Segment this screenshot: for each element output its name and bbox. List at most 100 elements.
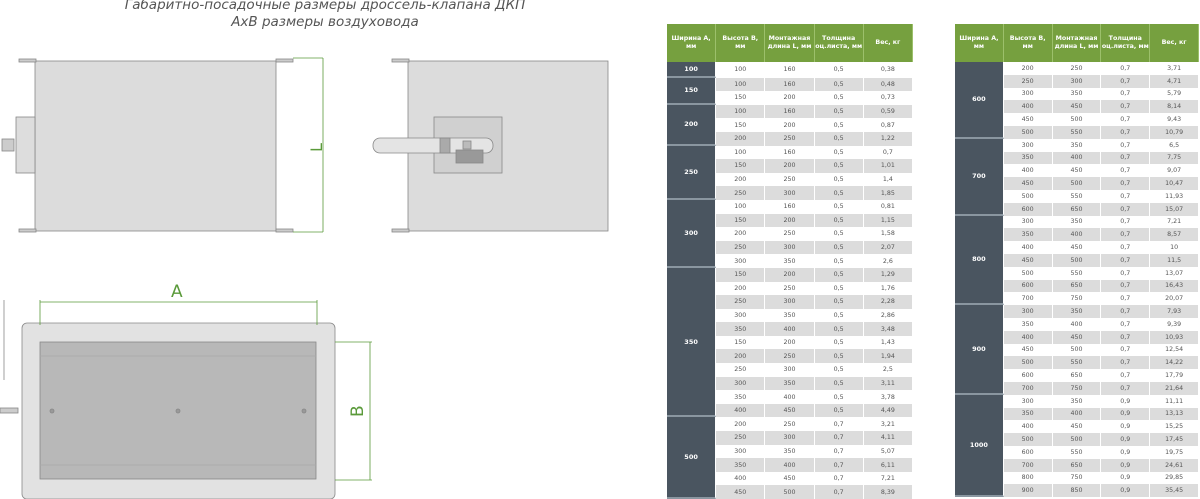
value-cell: 16,43 bbox=[1150, 279, 1199, 293]
value-cell: 14,22 bbox=[1150, 356, 1199, 370]
value-cell: 500 bbox=[1003, 125, 1053, 139]
value-cell: 450 bbox=[765, 403, 815, 418]
value-cell: 400 bbox=[765, 390, 815, 404]
side-view-drawing: L bbox=[1, 57, 326, 233]
value-cell: 11,11 bbox=[1150, 394, 1199, 408]
value-cell: 300 bbox=[765, 186, 815, 200]
value-cell: 450 bbox=[1052, 330, 1102, 344]
value-cell: 160 bbox=[765, 77, 815, 92]
value-cell: 0,9 bbox=[1101, 484, 1151, 498]
value-cell: 6,5 bbox=[1150, 138, 1199, 152]
value-cell: 350 bbox=[1052, 215, 1102, 229]
value-cell: 300 bbox=[765, 240, 815, 255]
value-cell: 0,7 bbox=[1101, 330, 1151, 344]
value-cell: 7,21 bbox=[1150, 215, 1199, 229]
value-cell: 200 bbox=[716, 227, 766, 241]
value-cell: 0,5 bbox=[814, 376, 864, 391]
value-cell: 250 bbox=[1003, 74, 1053, 88]
value-cell: 11,93 bbox=[1150, 189, 1199, 203]
value-cell: 0,5 bbox=[814, 118, 864, 132]
width-a-cell: 900 bbox=[955, 305, 1004, 395]
value-cell: 0,7 bbox=[1101, 228, 1151, 242]
drawing-title: Габаритно-посадочные размеры дроссель-кл… bbox=[60, 0, 590, 31]
value-cell: 0,5 bbox=[814, 62, 864, 78]
value-cell: 0,7 bbox=[1101, 113, 1151, 126]
value-cell: 1,22 bbox=[863, 131, 913, 146]
value-cell: 300 bbox=[1052, 74, 1102, 88]
column-header: Высота В, мм bbox=[716, 24, 766, 62]
value-cell: 1,29 bbox=[863, 267, 913, 282]
value-cell: 450 bbox=[1003, 113, 1053, 126]
value-cell: 0,7 bbox=[1101, 62, 1151, 75]
value-cell: 13,13 bbox=[1150, 407, 1199, 421]
value-cell: 250 bbox=[716, 295, 766, 309]
value-cell: 0,7 bbox=[1101, 253, 1151, 267]
value-cell: 0,7 bbox=[1101, 381, 1151, 395]
value-cell: 300 bbox=[765, 363, 815, 377]
value-cell: 400 bbox=[1003, 241, 1053, 254]
value-cell: 0,7 bbox=[814, 471, 864, 486]
value-cell: 500 bbox=[1003, 356, 1053, 370]
value-cell: 20,07 bbox=[1150, 292, 1199, 306]
value-cell: 700 bbox=[1003, 458, 1053, 472]
value-cell: 500 bbox=[1052, 343, 1102, 357]
value-cell: 400 bbox=[1003, 330, 1053, 344]
value-cell: 650 bbox=[1052, 279, 1102, 293]
value-cell: 0,7 bbox=[1101, 292, 1151, 306]
value-cell: 400 bbox=[716, 471, 766, 486]
column-header: Ширина А, мм bbox=[955, 24, 1004, 62]
value-cell: 160 bbox=[765, 145, 815, 160]
value-cell: 0,5 bbox=[814, 172, 864, 187]
value-cell: 800 bbox=[1003, 471, 1053, 485]
value-cell: 1,43 bbox=[863, 335, 913, 350]
value-cell: 0,7 bbox=[1101, 356, 1151, 370]
value-cell: 17,45 bbox=[1150, 433, 1199, 446]
value-cell: 6,11 bbox=[863, 458, 913, 472]
value-cell: 150 bbox=[716, 91, 766, 105]
value-cell: 100 bbox=[716, 199, 766, 214]
value-cell: 0,7 bbox=[1101, 343, 1151, 357]
value-cell: 0,5 bbox=[814, 227, 864, 241]
value-cell: 0,7 bbox=[814, 485, 864, 499]
value-cell: 0,7 bbox=[863, 145, 913, 160]
value-cell: 0,73 bbox=[863, 91, 913, 105]
value-cell: 400 bbox=[1003, 164, 1053, 178]
value-cell: 600 bbox=[1003, 369, 1053, 382]
value-cell: 650 bbox=[1052, 458, 1102, 472]
value-cell: 15,07 bbox=[1150, 202, 1199, 216]
width-a-cell: 250 bbox=[667, 145, 717, 200]
value-cell: 19,75 bbox=[1150, 445, 1199, 459]
value-cell: 5,07 bbox=[863, 444, 913, 459]
value-cell: 11,5 bbox=[1150, 253, 1199, 267]
value-cell: 300 bbox=[1003, 215, 1053, 229]
value-cell: 250 bbox=[716, 186, 766, 200]
width-a-cell: 100 bbox=[667, 62, 717, 78]
value-cell: 400 bbox=[1003, 100, 1053, 114]
value-cell: 300 bbox=[1003, 138, 1053, 152]
column-header: Ширина А, мм bbox=[667, 24, 717, 62]
value-cell: 450 bbox=[1003, 177, 1053, 190]
dimension-label-a: A bbox=[171, 282, 183, 302]
value-cell: 17,79 bbox=[1150, 369, 1199, 382]
value-cell: 0,9 bbox=[1101, 420, 1151, 434]
value-cell: 250 bbox=[765, 172, 815, 187]
value-cell: 600 bbox=[1003, 279, 1053, 293]
value-cell: 0,5 bbox=[814, 349, 864, 364]
width-a-cell: 800 bbox=[955, 215, 1004, 306]
value-cell: 2,5 bbox=[863, 363, 913, 377]
value-cell: 200 bbox=[765, 159, 815, 173]
